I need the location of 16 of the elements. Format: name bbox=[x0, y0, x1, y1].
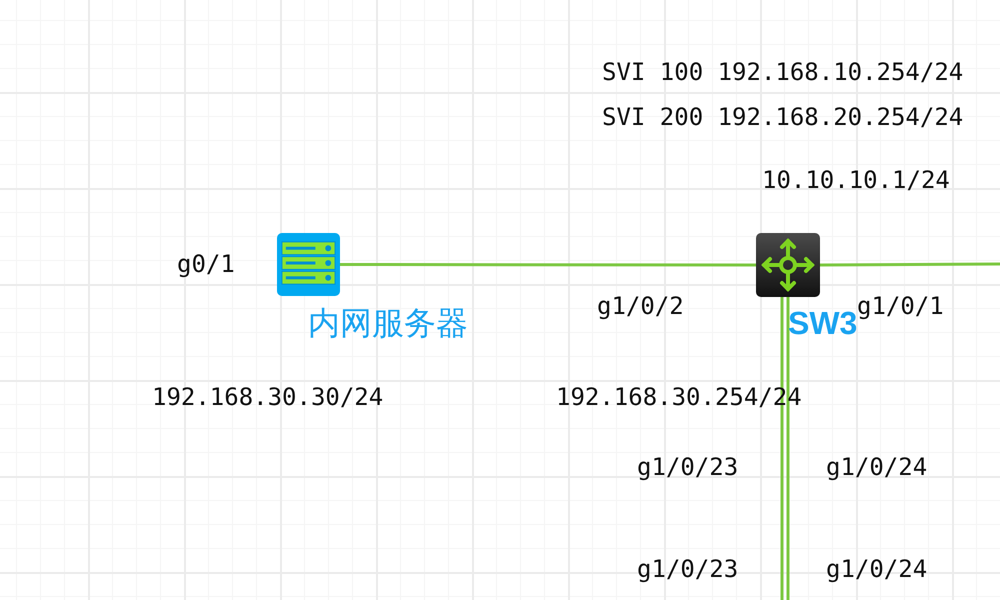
ip-address: SVI 200 192.168.20.254/24 bbox=[602, 102, 964, 132]
device-name: 内网服务器 bbox=[308, 305, 468, 341]
cable-line bbox=[780, 297, 784, 600]
port-label: g1/0/24 bbox=[826, 554, 928, 584]
port-label: g1/0/1 bbox=[857, 291, 944, 321]
ip-address: 10.10.10.1/24 bbox=[762, 165, 950, 195]
port-label: g1/0/24 bbox=[826, 452, 928, 482]
ip-address: 192.168.30.30/24 bbox=[152, 382, 384, 412]
port-label: g0/1 bbox=[177, 249, 235, 279]
cable-line bbox=[340, 263, 756, 266]
port-label: g1/0/2 bbox=[597, 291, 684, 321]
cable-line bbox=[786, 297, 790, 600]
port-label: g1/0/23 bbox=[637, 554, 738, 584]
ip-address: SVI 100 192.168.10.254/24 bbox=[602, 57, 964, 87]
cable-line bbox=[820, 262, 1000, 266]
port-label: g1/0/23 bbox=[637, 452, 738, 482]
